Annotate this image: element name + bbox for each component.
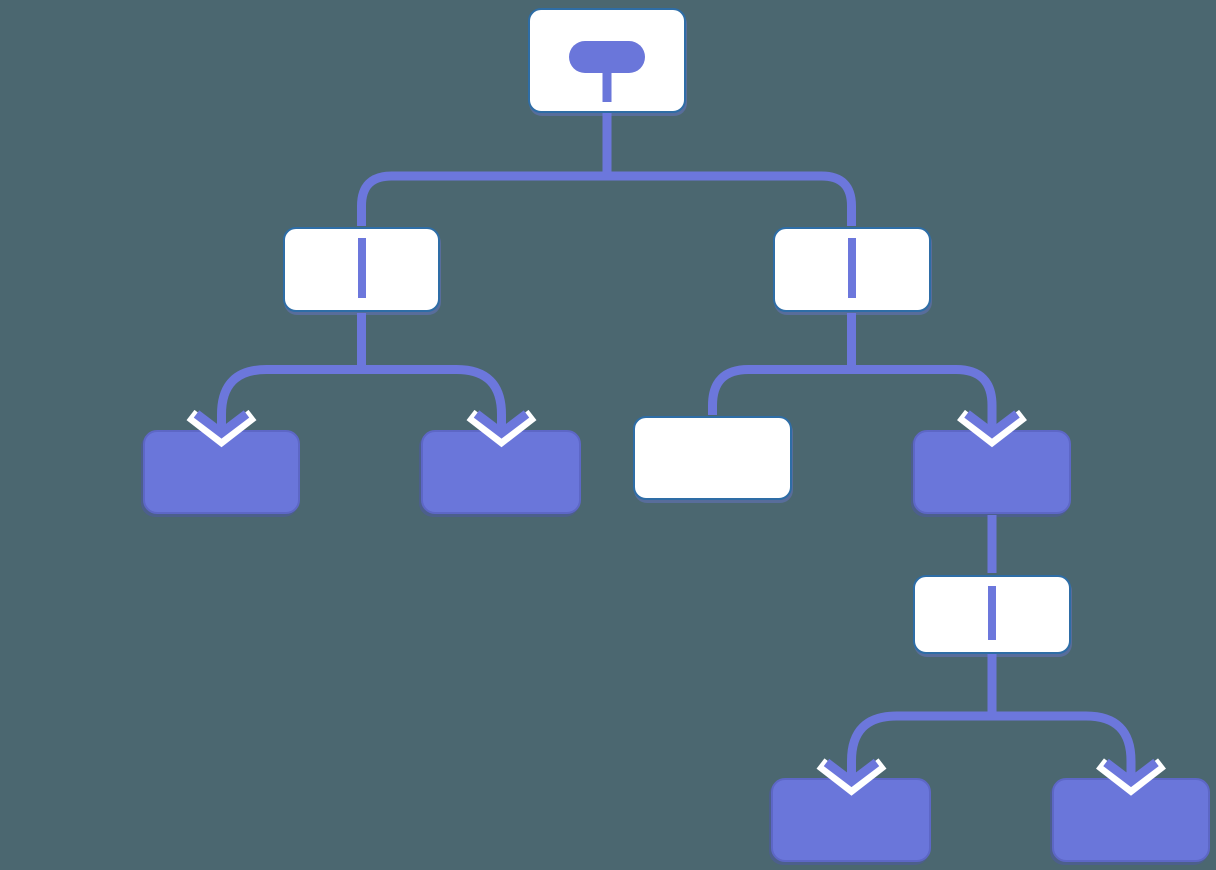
node-leaf-bottom-2[interactable] [1052,778,1210,862]
node-leaf-bottom-1[interactable] [771,778,931,862]
node-leaf-left-2[interactable] [421,430,581,514]
node-divider [988,586,996,640]
node-branch-bottom[interactable] [913,575,1071,654]
node-branch-right[interactable] [773,227,931,312]
node-branch-left[interactable] [283,227,440,312]
topic-pill-stem [602,70,612,102]
topic-pill [569,41,645,73]
node-leaf-plain[interactable] [633,416,792,500]
node-divider [357,238,366,298]
node-mid-right[interactable] [913,430,1071,514]
node-root[interactable] [528,8,686,113]
node-divider [848,238,856,298]
node-leaf-left-1[interactable] [143,430,300,514]
